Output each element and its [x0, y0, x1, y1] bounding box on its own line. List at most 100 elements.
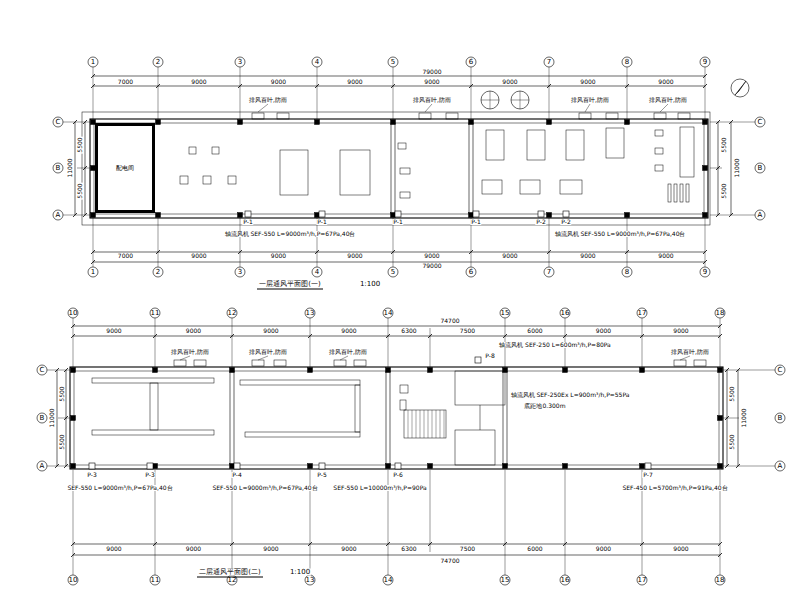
- dimension-text: 9000: [340, 546, 357, 552]
- column: [391, 120, 396, 125]
- axis-label: 13: [305, 310, 316, 317]
- axis-bubble: [775, 413, 785, 423]
- fan-tag: P-1: [470, 219, 481, 225]
- axis-label: 8: [624, 269, 630, 276]
- axis-label: 9: [702, 269, 708, 276]
- axis-extension: [505, 470, 506, 575]
- axis-label: 1: [90, 269, 96, 276]
- dimension-text: 9000: [595, 546, 612, 552]
- axis-bubble: [305, 575, 315, 585]
- axis-bubble: [544, 57, 554, 67]
- axis-label: 15: [500, 310, 511, 317]
- axis-extension: [317, 67, 318, 119]
- duct-outline: [400, 400, 406, 410]
- axis-bubble: [37, 461, 47, 471]
- axis-extension: [565, 470, 566, 575]
- axis-bubble: [500, 308, 510, 318]
- axis-label: 11: [150, 310, 161, 317]
- dimension-line: [57, 370, 58, 466]
- axis-bubble: [150, 575, 160, 585]
- outer-wall: [90, 119, 708, 218]
- equipment-outline: [180, 176, 188, 184]
- axis-bubble: [775, 461, 785, 471]
- dimension-text: 9000: [270, 79, 287, 85]
- louver-symbol: [606, 113, 618, 119]
- leader-line: [340, 356, 348, 360]
- axis-label: 4: [314, 269, 320, 276]
- column: [640, 368, 645, 373]
- annotation-note: 底距地0.300m: [523, 403, 566, 409]
- axis-bubble: [53, 163, 63, 173]
- fan-tag: P-8: [484, 353, 495, 359]
- dimension-tick: [91, 74, 95, 78]
- axis-label: 11: [150, 577, 161, 584]
- column: [703, 213, 708, 218]
- dimension-tick: [703, 74, 707, 78]
- dimension-tick: [703, 260, 707, 264]
- axis-extension: [158, 67, 159, 119]
- column: [230, 368, 235, 373]
- dimension-text: 9000: [595, 328, 612, 334]
- axis-bubble: [560, 575, 570, 585]
- axis-label: C: [39, 367, 46, 374]
- column: [563, 368, 568, 373]
- louver-symbol: [252, 360, 264, 366]
- fan-spec-note: SEF-450 L=5700m³/h,P=91Pa,40台: [621, 485, 728, 491]
- axis-label: 2: [155, 269, 161, 276]
- column: [428, 464, 433, 469]
- louver-symbol: [174, 360, 186, 366]
- column: [428, 368, 433, 373]
- axis-bubble: [700, 57, 710, 67]
- dimension-text: 9000: [501, 79, 518, 85]
- axis-extension: [240, 67, 241, 119]
- axis-label: 14: [383, 310, 394, 317]
- equipment-outline: [486, 130, 504, 160]
- stair-tread: [428, 410, 429, 438]
- duct-outline: [400, 385, 408, 393]
- stair-tread: [436, 410, 437, 438]
- axis-label: C: [757, 119, 764, 126]
- axis-label: 12: [227, 310, 238, 317]
- louver-symbol: [419, 113, 431, 119]
- dimension-tick: [91, 260, 95, 264]
- fan-spec-note: 轴流风机 SEF-550 L=9000m³/h,P=67Pa,40台: [554, 231, 687, 237]
- dimension-tick: [71, 324, 75, 328]
- dimension-text: 9000: [185, 546, 202, 552]
- louver-symbol: [694, 360, 706, 366]
- dimension-tick: [729, 213, 733, 217]
- dimension-text: 9000: [657, 79, 674, 85]
- column: [386, 464, 391, 469]
- axis-label: 17: [637, 310, 648, 317]
- axis-extension: [723, 466, 775, 467]
- exhaust-fan-symbol: [473, 211, 479, 217]
- axis-bubble: [53, 117, 63, 127]
- dimension-text: 5500: [59, 433, 65, 450]
- axis-label: 16: [560, 310, 571, 317]
- axis-bubble: [388, 267, 398, 277]
- axis-bubble: [755, 210, 765, 220]
- column: [71, 368, 76, 373]
- axis-bubble: [235, 267, 245, 277]
- axis-extension: [388, 318, 389, 367]
- leader-line: [180, 356, 190, 360]
- axis-label: 1: [90, 59, 96, 66]
- duct-outline: [245, 432, 360, 437]
- axis-extension: [549, 218, 550, 267]
- equipment-outline: [400, 168, 410, 174]
- fan-spec-note: 轴流风机 SEF-250 L=600m³/h,P=80Pa: [498, 342, 612, 348]
- equipment-outline: [228, 176, 236, 184]
- fan-tag: P-6: [392, 472, 403, 478]
- dimension-tick: [55, 368, 59, 372]
- axis-bubble: [227, 308, 237, 318]
- axis-bubble: [88, 267, 98, 277]
- equipment-outline: [520, 180, 540, 194]
- annotation-note: 排风百叶,防雨: [570, 97, 610, 103]
- fan-tag: P-3: [144, 472, 155, 478]
- equipment-outline: [280, 150, 308, 195]
- partition-wall: [503, 371, 504, 465]
- equipment-outline: [655, 130, 663, 136]
- fan-spec-note: SEF-550 L=9000m³/h,P=67Pa,40台: [66, 485, 173, 491]
- axis-extension: [710, 215, 755, 216]
- dimension-text: 79000: [421, 69, 442, 75]
